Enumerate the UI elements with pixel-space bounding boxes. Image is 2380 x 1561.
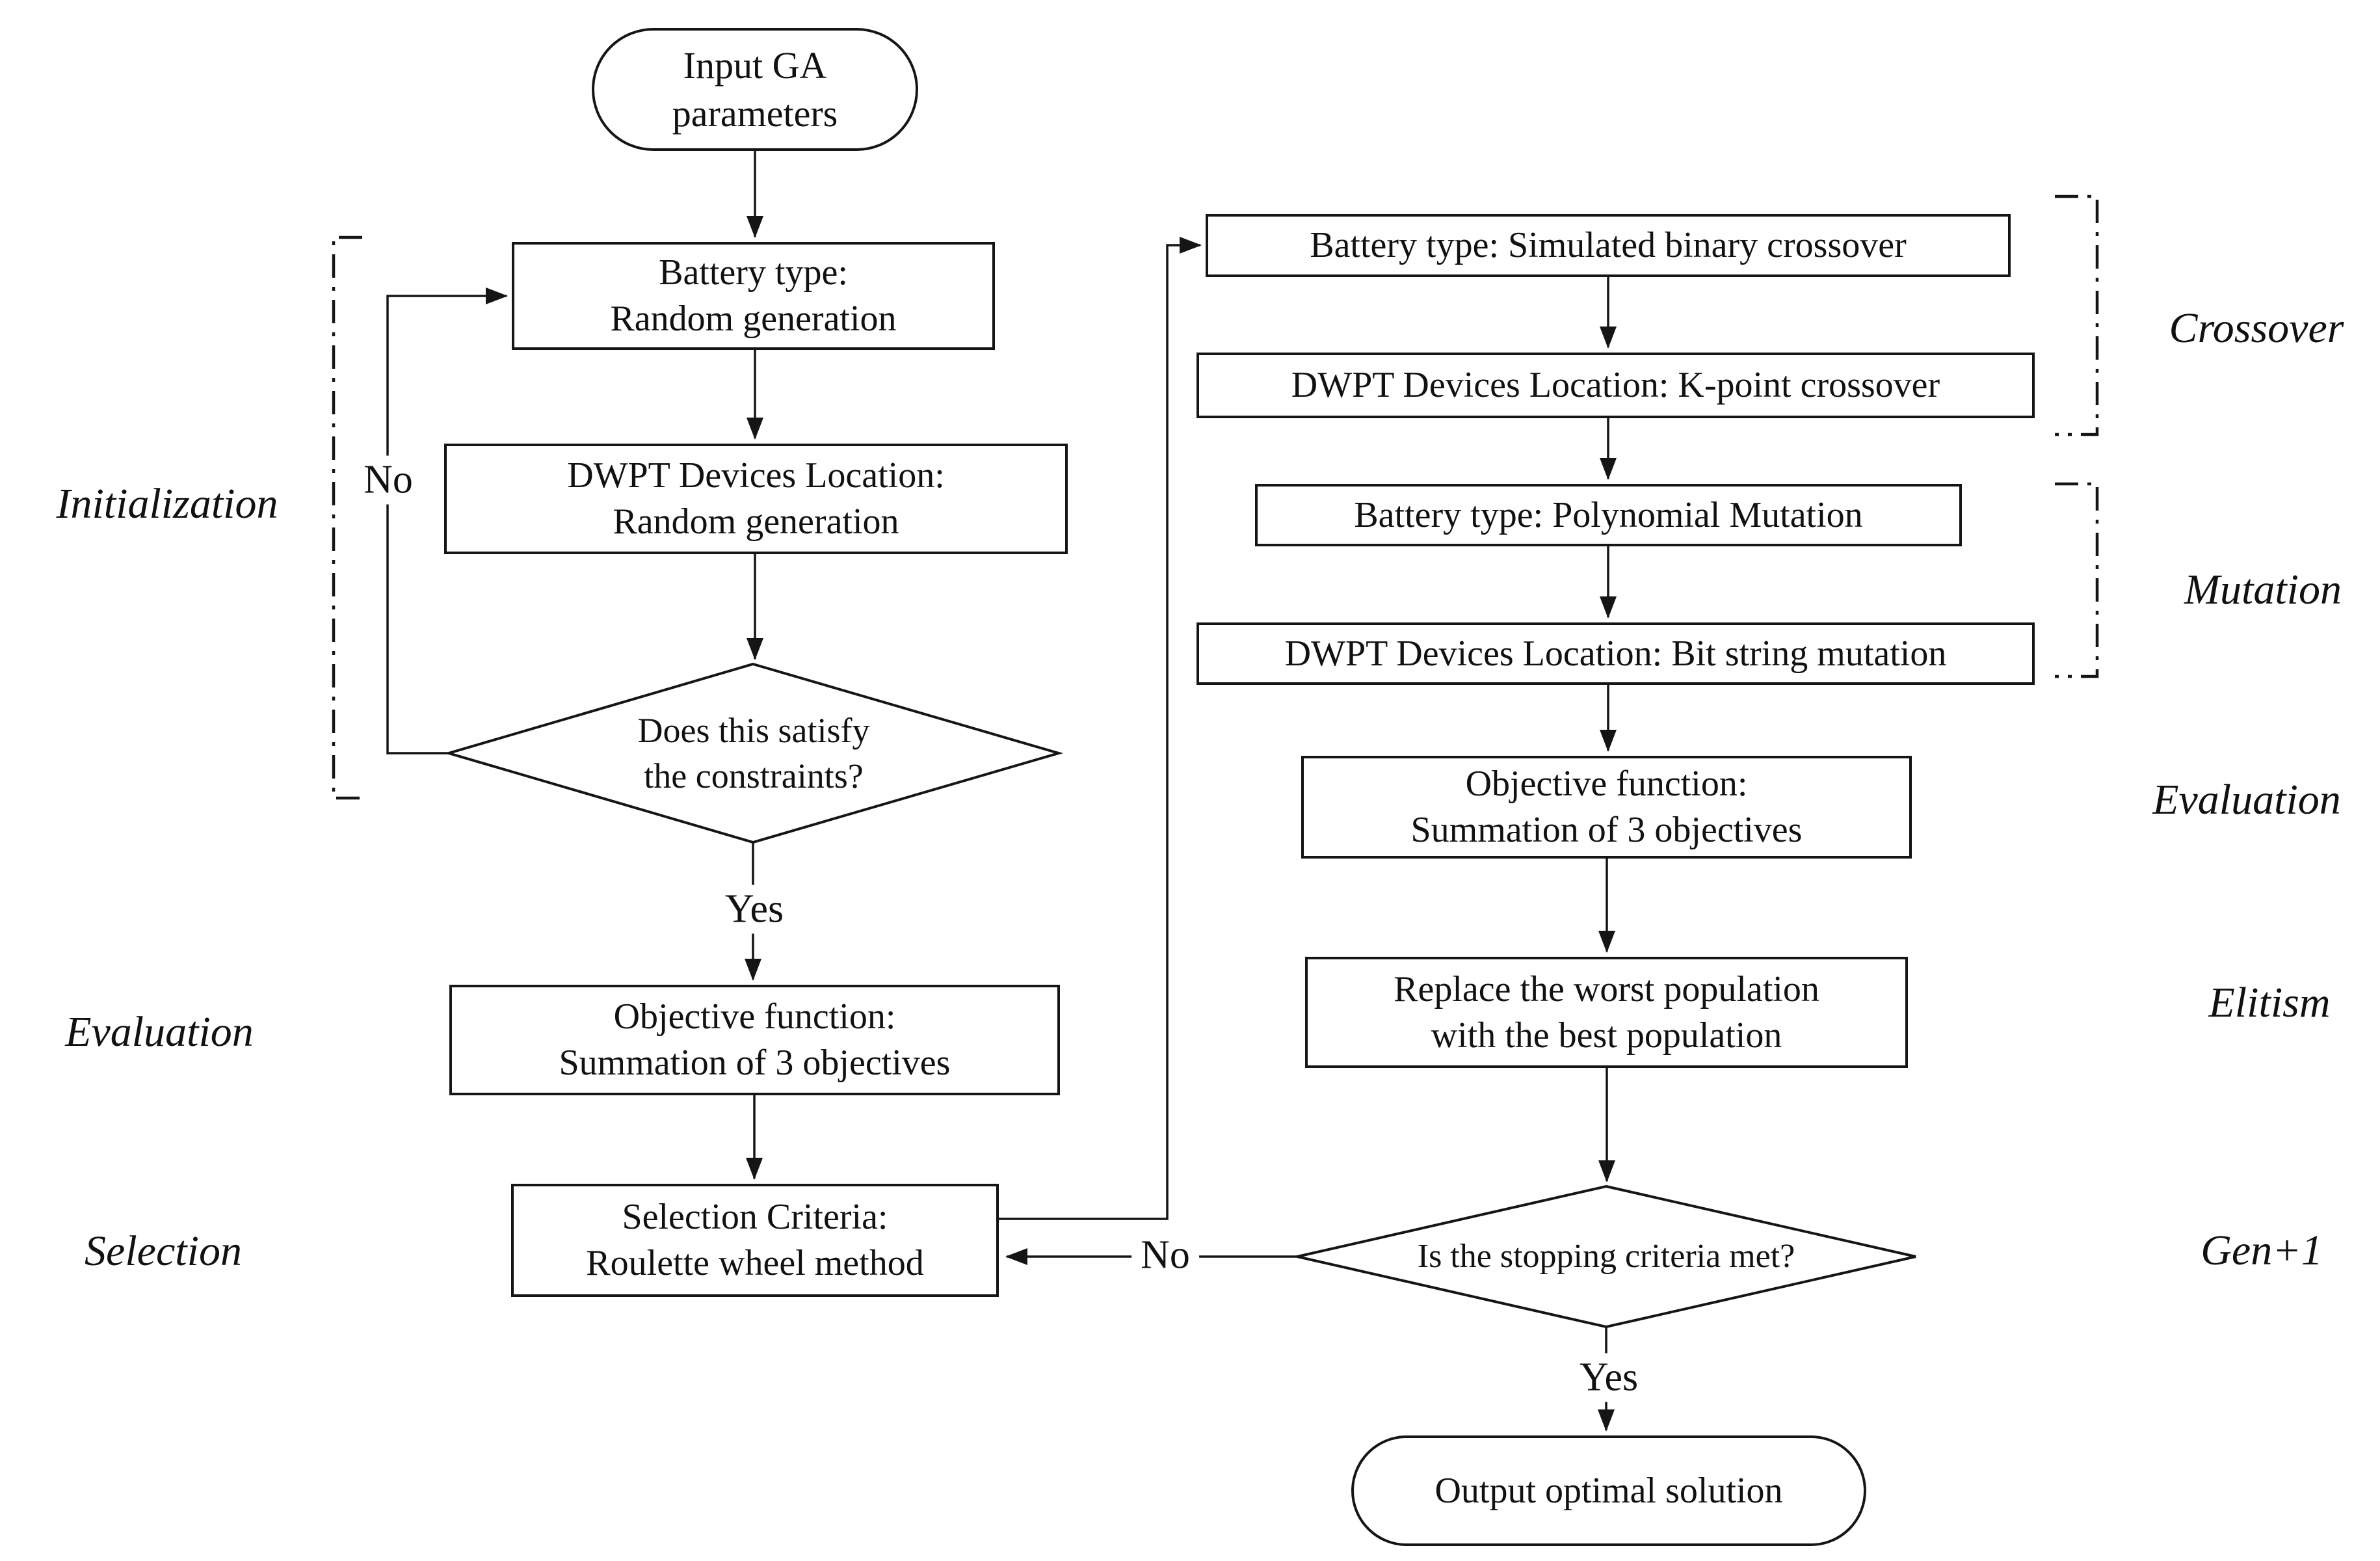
node-crossover-dwpt: DWPT Devices Location: K-point crossover [1197, 353, 2035, 418]
node-text-line: Random generation [613, 501, 899, 542]
node-text-line: Battery type: Simulated binary crossover [1310, 225, 1907, 266]
node-text-line: Selection Criteria: [622, 1197, 888, 1238]
stage-label-mutation: Mutation [2184, 566, 2342, 613]
node-text-line: Replace the worst population [1394, 968, 1819, 1009]
node-text-line: Objective function: [613, 996, 896, 1037]
decision-stopping-shape [1297, 1184, 1916, 1329]
node-crossover-battery: Battery type: Simulated binary crossover [1206, 214, 2011, 277]
node-battery-random-generation: Battery type: Random generation [512, 242, 995, 350]
node-text-line: Input GA [683, 44, 827, 87]
node-text-line: Objective function: [1465, 764, 1748, 805]
node-mutation-dwpt: DWPT Devices Location: Bit string mutati… [1197, 622, 2035, 685]
node-dwpt-random-generation: DWPT Devices Location: Random generation [444, 444, 1068, 554]
node-text-line: the constraints? [644, 756, 864, 795]
node-selection-criteria: Selection Criteria: Roulette wheel metho… [511, 1184, 999, 1297]
stage-label-evaluation-left: Evaluation [65, 1008, 254, 1056]
node-text-line: with the best population [1431, 1015, 1782, 1056]
edge-label-stopping-yes: Yes [1570, 1353, 1648, 1402]
node-text-line: Summation of 3 objectives [1410, 810, 1803, 850]
node-output-optimal-solution: Output optimal solution [1351, 1435, 1866, 1546]
node-text-line: Random generation [610, 299, 897, 339]
edge-selection-to-crossover [999, 237, 1202, 1220]
bracket-mutation [2055, 482, 2099, 678]
node-text-line: Roulette wheel method [586, 1243, 924, 1283]
stage-label-initialization: Initialization [56, 480, 278, 527]
node-text-line: Summation of 3 objectives [559, 1043, 951, 1083]
node-elitism-replace: Replace the worst population with the be… [1305, 957, 1908, 1068]
node-text-line: Output optimal solution [1435, 1470, 1783, 1511]
bracket-crossover [2055, 194, 2099, 436]
node-objective-function-right: Objective function: Summation of 3 objec… [1301, 756, 1912, 859]
decision-constraints-shape [443, 662, 1064, 844]
node-text-line: Battery type: [659, 252, 848, 293]
stage-label-evaluation-right: Evaluation [2152, 776, 2341, 823]
node-objective-function-left: Objective function: Summation of 3 objec… [449, 985, 1060, 1095]
decision-constraints-text: Does this satisfy the constraints? [526, 701, 981, 805]
node-text-line: DWPT Devices Location: Bit string mutati… [1284, 633, 1947, 674]
node-text-line: DWPT Devices Location: [567, 455, 945, 496]
edge-label-constraints-yes: Yes [715, 885, 793, 934]
stage-label-crossover: Crossover [2169, 304, 2344, 352]
bracket-initialization [332, 235, 362, 800]
node-text-line: parameters [672, 92, 838, 135]
stage-label-gen-plus-1: Gen+1 [2201, 1227, 2323, 1274]
node-text-line: Battery type: Polynomial Mutation [1354, 494, 1863, 535]
stage-label-selection-left: Selection [85, 1227, 242, 1275]
node-mutation-battery: Battery type: Polynomial Mutation [1255, 484, 1962, 546]
stage-label-elitism: Elitism [2208, 979, 2331, 1026]
edge-decision-no-loop [386, 287, 508, 754]
decision-stopping-text: Is the stopping criteria met? [1346, 1234, 1866, 1279]
node-text-line: Is the stopping criteria met? [1417, 1238, 1795, 1275]
node-text-line: DWPT Devices Location: K-point crossover [1291, 365, 1940, 406]
edge-label-stopping-no: No [1131, 1231, 1199, 1280]
edge-label-constraints-no: No [354, 455, 422, 505]
node-text-line: Does this satisfy [637, 710, 870, 750]
node-input-ga-parameters: Input GA parameters [592, 28, 918, 151]
